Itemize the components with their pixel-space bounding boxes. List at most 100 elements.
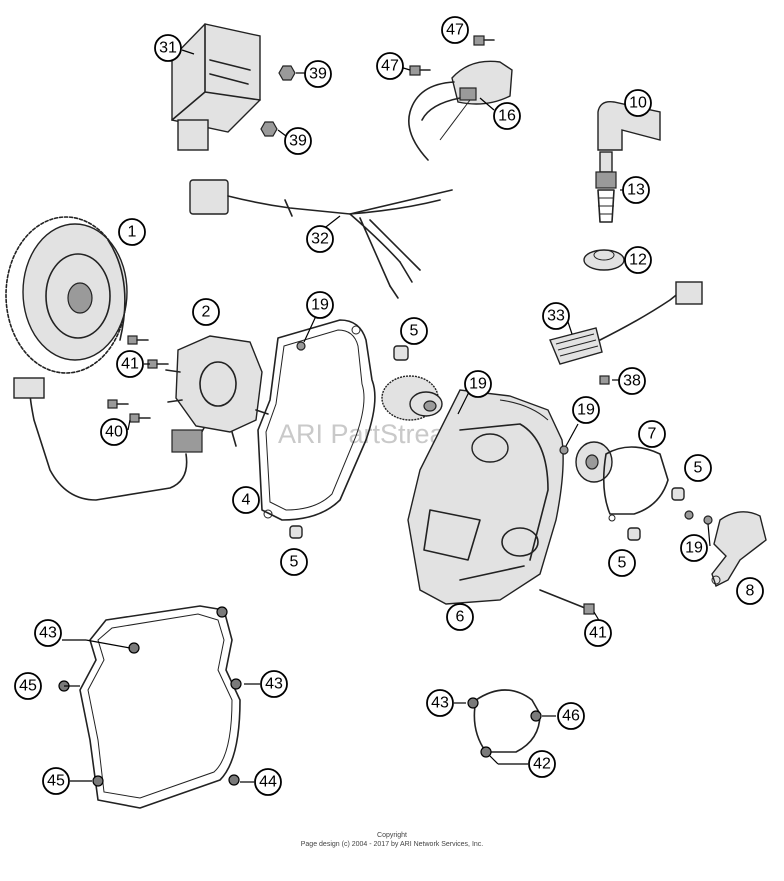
callout-2: 2 <box>192 298 220 326</box>
callout-7: 7 <box>638 420 666 448</box>
part-dowel-5-upper <box>393 345 409 361</box>
callout-41-a: 41 <box>116 350 144 378</box>
svg-text:32: 32 <box>311 231 329 248</box>
part-stator <box>13 335 269 501</box>
callout-45-b: 45 <box>42 767 70 795</box>
callout-12: 12 <box>624 246 652 274</box>
svg-text:19: 19 <box>469 376 487 393</box>
svg-text:7: 7 <box>648 426 657 443</box>
callout-5-b: 5 <box>280 548 308 576</box>
part-gasket-7 <box>602 446 669 522</box>
svg-text:43: 43 <box>39 625 57 642</box>
svg-text:47: 47 <box>381 58 399 75</box>
part-screws-40 <box>107 399 151 423</box>
callout-19-a: 19 <box>306 291 334 319</box>
callout-5-a: 5 <box>400 317 428 345</box>
svg-text:44: 44 <box>259 774 277 791</box>
part-screw-47-left <box>409 65 431 76</box>
callout-40: 40 <box>100 418 128 446</box>
part-gasket-4 <box>257 319 376 521</box>
part-idler-gear <box>381 375 443 421</box>
footer-page-design: Page design (c) 2004 - 2017 by ARI Netwo… <box>300 841 484 848</box>
part-gasket-large <box>58 605 242 809</box>
callout-5-c: 5 <box>684 454 712 482</box>
svg-text:41: 41 <box>589 625 607 642</box>
callout-19-b: 19 <box>464 370 492 398</box>
part-ignition-control-unit <box>171 23 261 151</box>
svg-text:16: 16 <box>498 108 516 125</box>
callout-32: 32 <box>306 225 334 253</box>
part-clutch-cover <box>711 511 767 587</box>
svg-text:13: 13 <box>627 182 645 199</box>
part-washer-19-c <box>559 445 569 455</box>
callout-43-c: 43 <box>426 689 454 717</box>
part-dowel-5-right-a <box>671 487 685 501</box>
callout-41-b: 41 <box>584 619 612 647</box>
svg-text:39: 39 <box>289 133 307 150</box>
callout-19-d: 19 <box>680 534 708 562</box>
svg-text:5: 5 <box>618 555 627 572</box>
callout-39-a: 39 <box>304 60 332 88</box>
svg-text:5: 5 <box>410 323 419 340</box>
callout-4: 4 <box>232 486 260 514</box>
callout-42: 42 <box>528 750 556 778</box>
callout-47-a: 47 <box>441 16 469 44</box>
svg-text:40: 40 <box>105 424 123 441</box>
part-screw-47-upper <box>473 35 495 46</box>
part-screw-41-right <box>539 589 595 615</box>
svg-text:31: 31 <box>159 40 177 57</box>
part-washer-19-d <box>684 510 694 520</box>
svg-text:4: 4 <box>242 492 251 509</box>
svg-text:38: 38 <box>623 373 641 390</box>
svg-text:10: 10 <box>629 95 647 112</box>
callout-47-b: 47 <box>376 52 404 80</box>
callout-1: 1 <box>118 218 146 246</box>
svg-text:45: 45 <box>47 773 65 790</box>
part-screw-38 <box>599 375 610 385</box>
svg-text:33: 33 <box>547 308 565 325</box>
callout-38: 38 <box>618 367 646 395</box>
callout-43-b: 43 <box>260 670 288 698</box>
part-voltage-regulator <box>549 281 703 365</box>
svg-text:45: 45 <box>19 678 37 695</box>
callout-45-a: 45 <box>14 672 42 700</box>
callout-39-b: 39 <box>284 127 312 155</box>
svg-text:6: 6 <box>456 609 465 626</box>
svg-text:8: 8 <box>746 583 755 600</box>
footer-copyright: Copyright <box>377 832 407 839</box>
svg-text:43: 43 <box>431 695 449 712</box>
part-nut-39-upper <box>278 65 296 81</box>
part-screws-41-left <box>127 335 169 369</box>
callout-5-d: 5 <box>608 549 636 577</box>
svg-text:1: 1 <box>128 224 137 241</box>
svg-text:2: 2 <box>202 304 211 321</box>
part-spark-plug-seal <box>583 249 625 271</box>
svg-text:5: 5 <box>694 460 703 477</box>
callout-19-c: 19 <box>572 396 600 424</box>
callout-6: 6 <box>446 603 474 631</box>
part-flywheel <box>5 216 128 374</box>
svg-text:39: 39 <box>309 66 327 83</box>
part-ignition-coil <box>408 60 513 161</box>
callout-16: 16 <box>493 102 521 130</box>
part-spark-plug <box>595 151 617 223</box>
callout-46: 46 <box>557 702 585 730</box>
callout-43-a: 43 <box>34 619 62 647</box>
part-dowel-5-lower <box>289 525 303 539</box>
part-gasket-small <box>467 689 542 758</box>
part-inspection-plug <box>575 441 613 483</box>
svg-text:12: 12 <box>629 252 647 269</box>
part-wiring-harness <box>189 179 453 299</box>
svg-text:19: 19 <box>311 297 329 314</box>
part-nut-39-lower <box>260 121 278 137</box>
part-generator-cover <box>407 389 564 605</box>
callout-33: 33 <box>542 302 570 330</box>
callout-44: 44 <box>254 768 282 796</box>
callout-13: 13 <box>622 176 650 204</box>
svg-text:47: 47 <box>446 22 464 39</box>
callout-10: 10 <box>624 89 652 117</box>
part-washer-19-a <box>296 341 306 351</box>
svg-text:5: 5 <box>290 554 299 571</box>
callout-8: 8 <box>736 577 764 605</box>
